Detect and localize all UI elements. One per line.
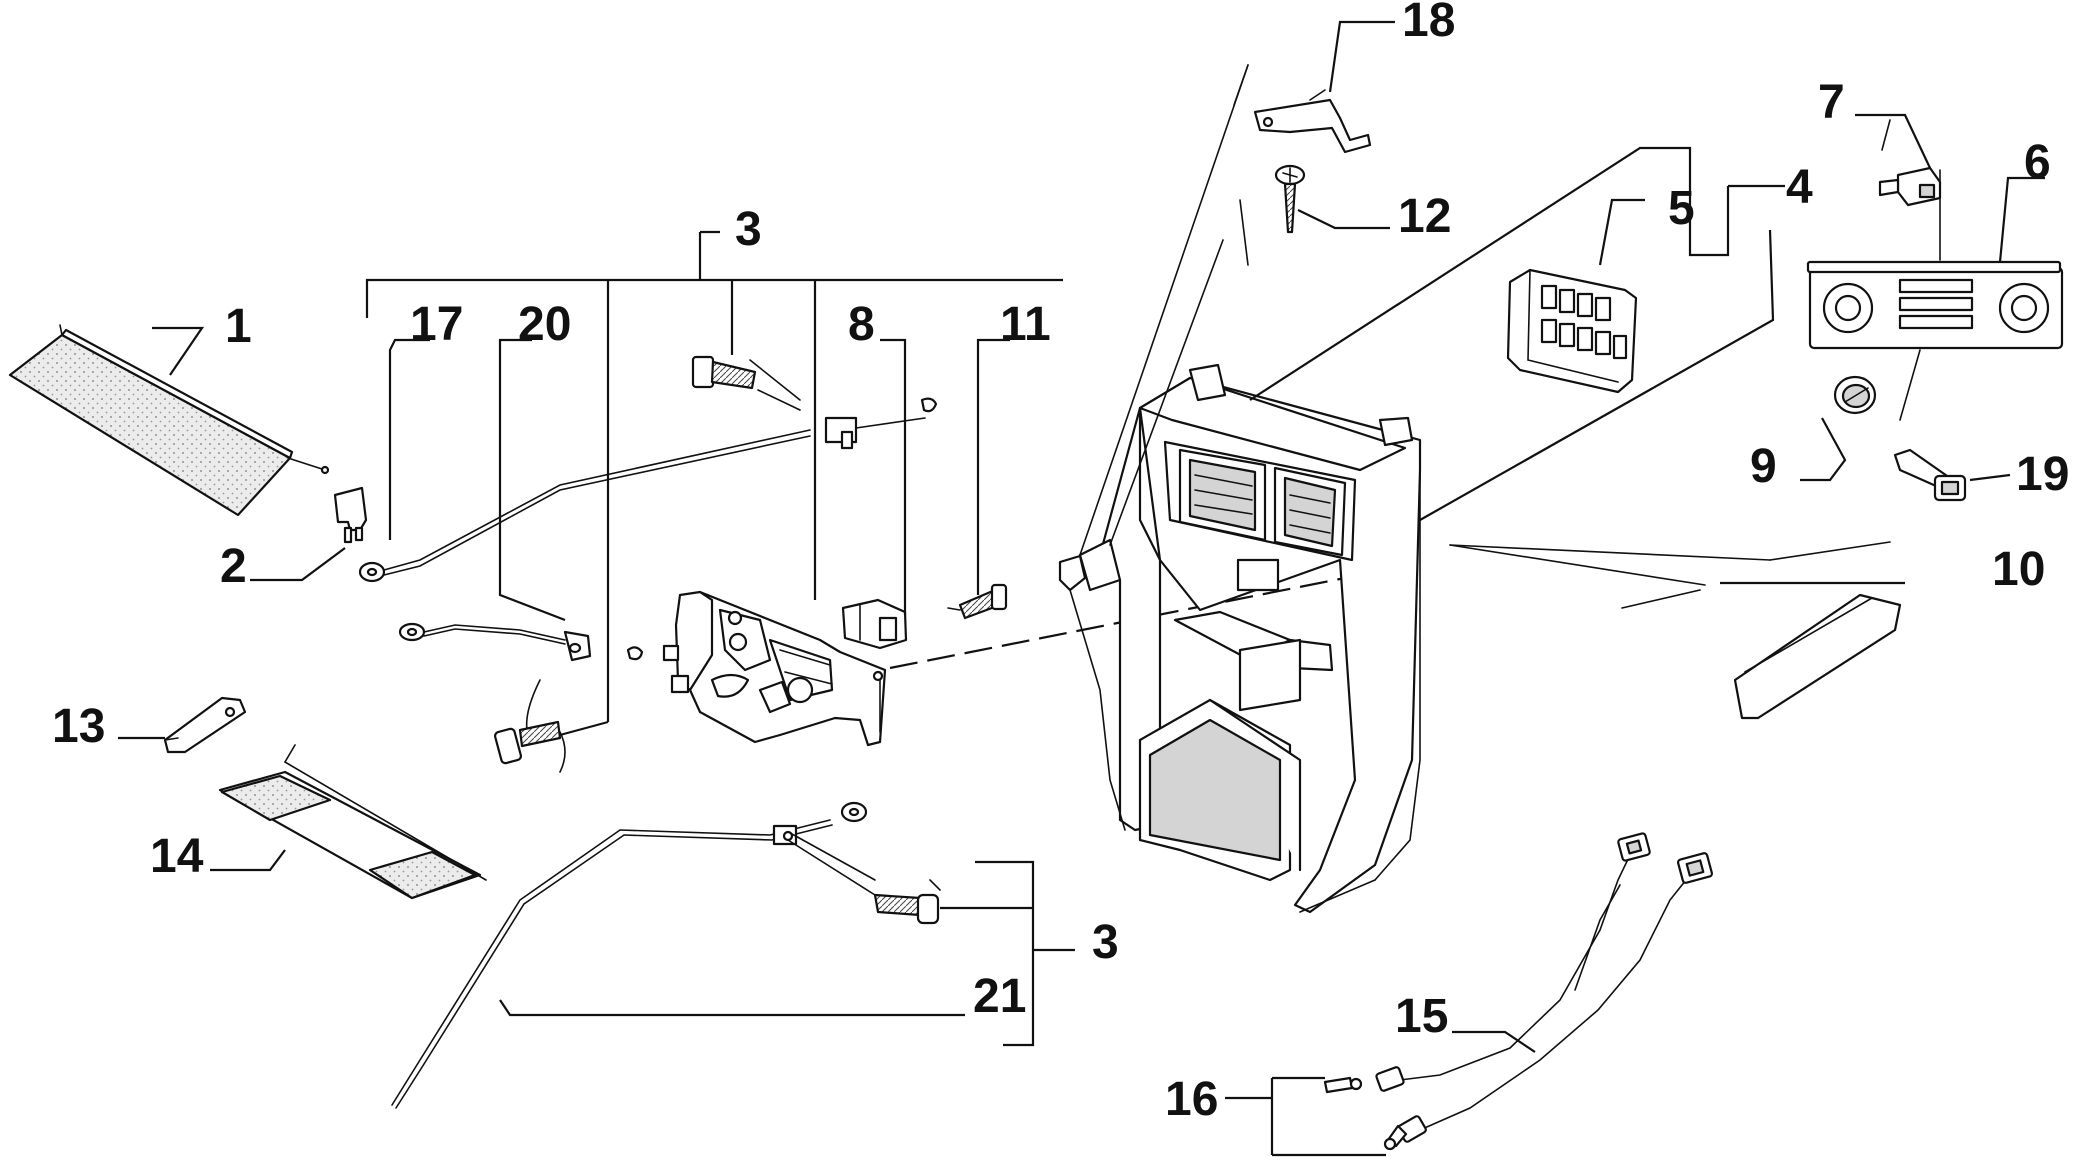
cable-20-part [398,622,644,741]
callout-9: 9 [1750,440,1777,493]
bracket-18-part [1253,89,1372,154]
wiring-harness-15-part [1375,832,1714,1143]
callout-3-top: 3 [735,203,762,256]
callout-13: 13 [52,700,105,753]
roller-blind-part [8,324,330,517]
latch-mechanism-part [662,590,887,747]
fuse-slots [1540,284,1628,360]
callout-19: 19 [2016,448,2069,501]
screw-3-lower-part [493,720,566,773]
key-19-part [1893,448,1967,502]
callout-2: 2 [220,540,247,593]
callout-11: 11 [1000,298,1051,351]
callout-8: 8 [848,298,875,351]
screw-12-part [1274,164,1306,234]
callout-17: 17 [410,298,463,351]
callout-15: 15 [1395,990,1448,1043]
callout-labels: 1 2 3 17 20 8 11 13 14 3 21 18 12 5 4 7 … [52,0,2069,1126]
callout-12: 12 [1398,190,1451,243]
screw-3-bottom-part [873,879,941,925]
cable-17-part [358,397,938,583]
screw-11-part [947,583,1008,620]
callout-10: 10 [1992,543,2045,596]
sunshade-14-part [218,744,487,900]
callout-7: 7 [1818,76,1845,129]
callout-18: 18 [1402,0,1455,47]
control-panel-6-part [1806,260,2064,350]
callout-6: 6 [2024,136,2051,189]
callout-16: 16 [1165,1073,1218,1126]
screw-3-top-part [691,355,801,411]
knob-9-part [1833,375,1877,415]
fuse-box-5-part [1506,268,1638,394]
connector-8-part [841,598,908,650]
callout-5: 5 [1668,182,1695,235]
bracket-13-part [163,696,247,754]
switch-7-part [1878,166,1942,207]
cover-plate-10-part [1733,593,1902,720]
callout-20: 20 [518,298,571,351]
callout-1: 1 [225,300,252,353]
callout-14: 14 [150,830,204,883]
callout-3-bottom: 3 [1092,916,1119,969]
callout-21: 21 [973,970,1026,1023]
callout-4: 4 [1786,161,1813,214]
bracket-2-part [333,486,368,544]
cable-21-part [391,801,876,1109]
bulbs-16-part [1323,1076,1408,1151]
leader-lines [118,20,2045,1157]
center-console-part [1058,363,1422,914]
